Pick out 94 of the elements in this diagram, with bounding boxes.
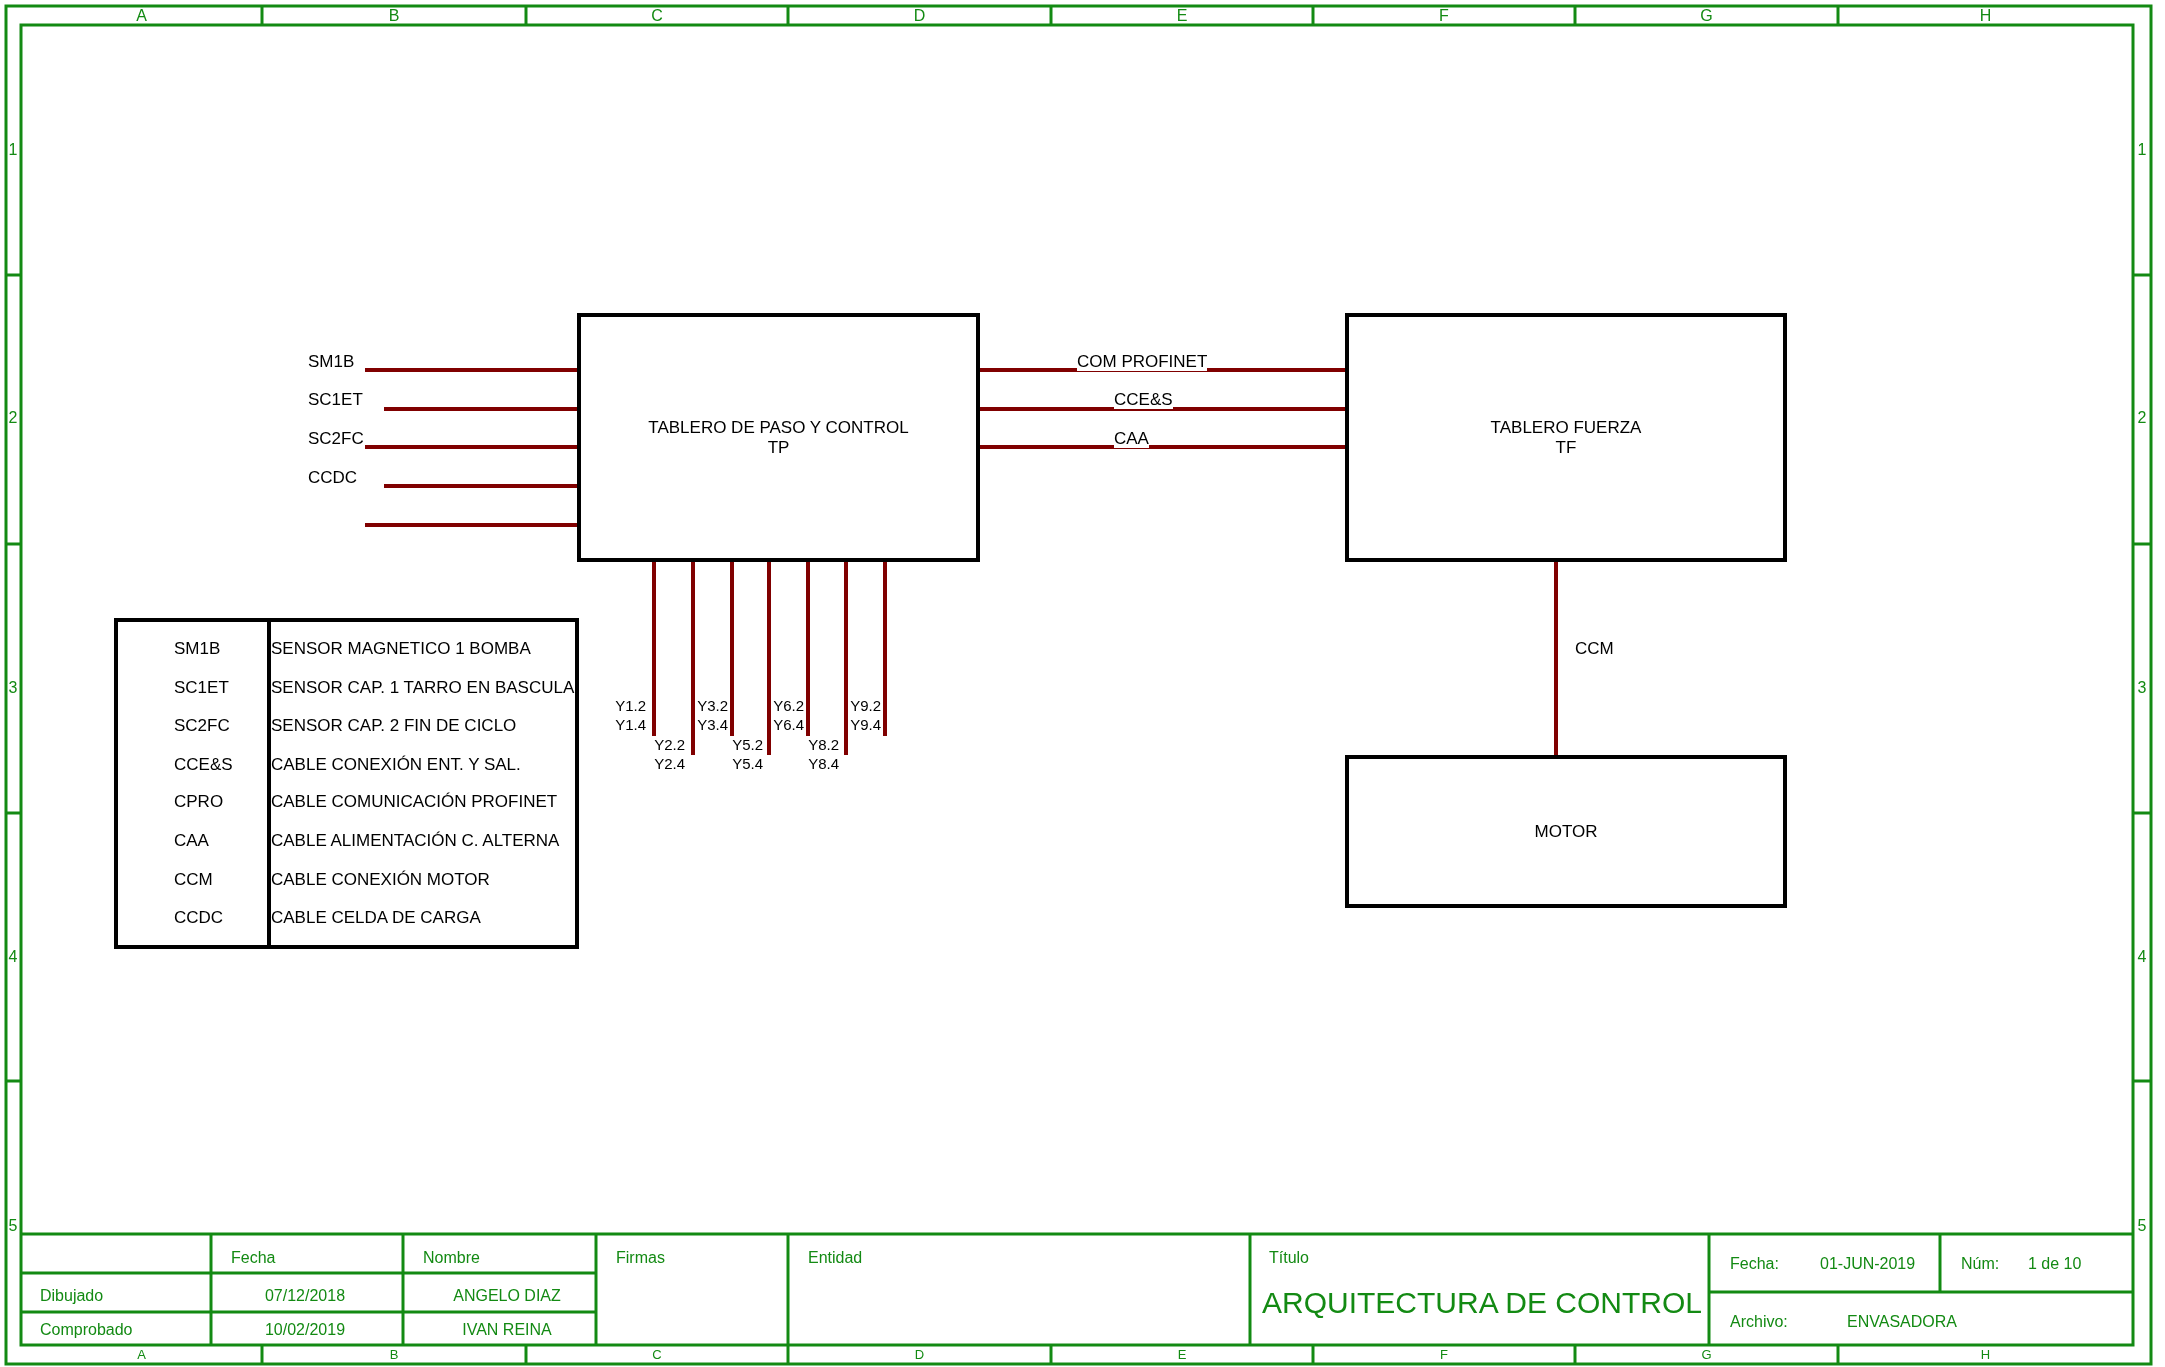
block-box: [1345, 313, 1787, 562]
grid-reference: H: [1979, 6, 1992, 26]
block-label: TF: [1555, 437, 1577, 458]
grid-reference: D: [914, 1347, 925, 1363]
grid-reference: F: [1440, 1347, 1448, 1363]
edge-label: CAA: [1114, 429, 1149, 448]
legend-code: CCE&S: [174, 755, 233, 775]
field-label: Comprobado: [40, 1320, 133, 1340]
field-value: IVAN REINA: [462, 1320, 552, 1340]
cable-line: [365, 523, 577, 527]
field-label: Fecha: [231, 1248, 276, 1268]
field-label: Archivo:: [1730, 1312, 1788, 1332]
field-label: Núm:: [1961, 1254, 2000, 1274]
block-label: TABLERO FUERZA: [1490, 417, 1642, 438]
grid-reference: C: [651, 6, 663, 26]
field-label: Nombre: [423, 1248, 480, 1268]
grid-reference: C: [652, 1347, 662, 1363]
grid-reference: D: [913, 6, 926, 26]
cable-line: [691, 562, 695, 755]
cable-line: [767, 562, 771, 755]
edge-label: Y6.2 Y6.4: [773, 696, 804, 734]
grid-reference: 2: [8, 408, 18, 428]
block-label: TABLERO DE PASO Y CONTROL: [648, 417, 909, 438]
legend-description: CABLE CONEXIÓN ENT. Y SAL.: [271, 755, 521, 775]
legend-code: CPRO: [174, 792, 224, 812]
grid-reference: 5: [8, 1216, 18, 1236]
cable-line: [384, 407, 577, 411]
grid-reference: F: [1439, 6, 1449, 26]
grid-reference: E: [1177, 1347, 1187, 1363]
grid-reference: 3: [8, 678, 18, 698]
field-value: ENVASADORA: [1847, 1312, 1957, 1332]
cable-line: [883, 562, 887, 736]
edge-label: Y3.2 Y3.4: [697, 696, 728, 734]
cable-line: [652, 562, 656, 736]
grid-reference: 1: [2137, 140, 2147, 160]
field-label: Fecha:: [1730, 1254, 1779, 1274]
field-label: Entidad: [808, 1248, 863, 1268]
cable-line: [980, 445, 1345, 449]
cable-line: [980, 368, 1345, 372]
grid-reference: 2: [2137, 408, 2147, 428]
block-box: [577, 313, 980, 562]
legend-code: SC2FC: [174, 716, 230, 736]
grid-reference: B: [388, 6, 400, 26]
edge-label: CCE&S: [1114, 390, 1173, 409]
drawing-title: ARQUITECTURA DE CONTROL: [1262, 1285, 1703, 1321]
legend-description: CABLE CONEXIÓN MOTOR: [271, 870, 490, 890]
grid-reference: H: [1980, 1347, 1991, 1363]
cable-line: [365, 445, 577, 449]
cable-line: [730, 562, 734, 736]
grid-reference: 4: [2137, 947, 2147, 967]
cable-line: [384, 484, 577, 488]
legend-code: CAA: [174, 831, 209, 851]
legend-code: SC1ET: [174, 678, 229, 698]
grid-reference: A: [136, 6, 147, 26]
field-value: 10/02/2019: [264, 1320, 346, 1340]
field-label: Título: [1269, 1248, 1309, 1268]
grid-reference: G: [1700, 6, 1713, 26]
field-value: 01-JUN-2019: [1820, 1254, 1916, 1274]
cable-line: [365, 368, 577, 372]
legend-description: SENSOR CAP. 2 FIN DE CICLO: [271, 716, 517, 736]
grid-reference: 3: [2137, 678, 2147, 698]
field-value: 1 de 10: [2028, 1254, 2082, 1274]
cable-line: [844, 562, 848, 755]
grid-reference: E: [1176, 6, 1188, 26]
legend-code: SM1B: [174, 639, 221, 659]
grid-reference: G: [1701, 1347, 1712, 1363]
field-value: 07/12/2018: [264, 1286, 346, 1306]
edge-label: COM PROFINET: [1077, 352, 1208, 371]
block-label: TP: [767, 437, 790, 458]
grid-reference: 4: [8, 947, 18, 967]
field-label: Dibujado: [40, 1286, 104, 1306]
field-value: ANGELO DIAZ: [453, 1286, 561, 1306]
grid-reference: B: [389, 1347, 399, 1363]
edge-label: Y2.2 Y2.4: [654, 735, 685, 773]
cable-line: [806, 562, 810, 736]
grid-reference: A: [137, 1347, 146, 1363]
grid-reference: 5: [2137, 1216, 2147, 1236]
field-label: Firmas: [616, 1248, 665, 1268]
edge-label: Y8.2 Y8.4: [808, 735, 839, 773]
cable-line: [1554, 562, 1558, 755]
block-label: MOTOR: [1534, 821, 1598, 842]
edge-label: Y9.2 Y9.4: [850, 696, 881, 734]
legend-description: SENSOR MAGNETICO 1 BOMBA: [271, 639, 531, 659]
legend-code: CCM: [174, 870, 213, 890]
legend-code: CCDC: [174, 908, 224, 928]
edge-label: Y5.2 Y5.4: [732, 735, 763, 773]
block-box: [1345, 755, 1787, 908]
grid-reference: 1: [8, 140, 18, 160]
cable-line: [980, 407, 1345, 411]
edge-label: Y1.2 Y1.4: [615, 696, 646, 734]
legend-description: CABLE COMUNICACIÓN PROFINET: [271, 792, 558, 812]
legend-description: CABLE ALIMENTACIÓN C. ALTERNA: [271, 831, 560, 851]
legend-description: CABLE CELDA DE CARGA: [271, 908, 481, 928]
legend-description: SENSOR CAP. 1 TARRO EN BASCULA: [271, 678, 575, 698]
